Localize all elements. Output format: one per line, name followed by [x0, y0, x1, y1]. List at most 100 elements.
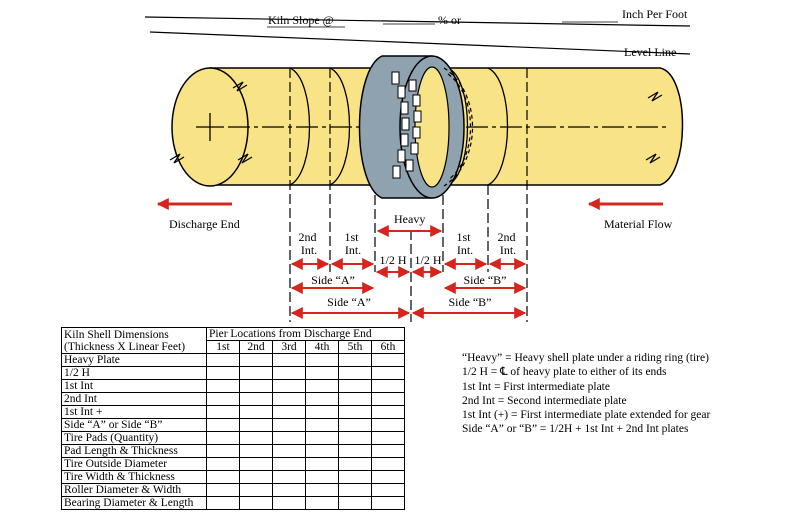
table-cell[interactable] — [239, 366, 273, 380]
table-cell[interactable] — [305, 470, 339, 484]
header-pier-locations: Pier Locations from Discharge End — [206, 327, 405, 341]
table-cell[interactable] — [206, 418, 240, 432]
table-cell[interactable] — [305, 366, 339, 380]
table-row: 1st Int — [61, 379, 405, 393]
table-cell[interactable] — [305, 353, 339, 367]
level-line — [149, 31, 691, 55]
break-mark — [645, 153, 661, 164]
table-cell[interactable] — [338, 392, 372, 406]
table-cell[interactable] — [338, 353, 372, 367]
table-cell[interactable] — [239, 496, 273, 510]
table-cell[interactable] — [239, 444, 273, 458]
table-cell[interactable] — [305, 405, 339, 419]
table-cell[interactable] — [206, 366, 240, 380]
table-cell[interactable] — [305, 418, 339, 432]
table-cell[interactable] — [371, 392, 405, 406]
table-cell[interactable] — [305, 379, 339, 393]
table-cell[interactable] — [272, 457, 306, 471]
table-cell[interactable] — [305, 496, 339, 510]
break-mark — [237, 153, 253, 164]
table-row: Tire Outside Diameter — [61, 457, 405, 471]
table-cell[interactable] — [338, 457, 372, 471]
table-cell[interactable] — [371, 366, 405, 380]
table-cell[interactable] — [371, 457, 405, 471]
kiln-diagram: Kiln Slope @ % or Inch Per Foot Level Li… — [144, 7, 691, 322]
table-cell[interactable] — [206, 379, 240, 393]
table-row: Side “A” or Side “B” — [61, 418, 405, 432]
second-int-left-label: 2nd Int. — [299, 230, 320, 257]
table-cell[interactable] — [371, 496, 405, 510]
table-cell[interactable] — [206, 457, 240, 471]
table-cell[interactable] — [239, 470, 273, 484]
row-label: Tire Outside Diameter — [61, 457, 207, 471]
table-cell[interactable] — [338, 405, 372, 419]
table-cell[interactable] — [239, 405, 273, 419]
table-cell[interactable] — [239, 431, 273, 445]
table-cell[interactable] — [206, 353, 240, 367]
table-cell[interactable] — [239, 353, 273, 367]
table-cell[interactable] — [239, 483, 273, 497]
break-mark — [232, 81, 248, 92]
table-cell[interactable] — [206, 470, 240, 484]
table-cell[interactable] — [272, 392, 306, 406]
table-cell[interactable] — [338, 379, 372, 393]
table-cell[interactable] — [338, 470, 372, 484]
table-cell[interactable] — [206, 431, 240, 445]
table-cell[interactable] — [305, 431, 339, 445]
half-h-right-label: 1/2 H — [415, 253, 442, 267]
table-cell[interactable] — [272, 431, 306, 445]
table-cell[interactable] — [371, 418, 405, 432]
plate-arrows — [290, 258, 527, 278]
discharge-end-label: Discharge End — [169, 217, 240, 231]
side-b-inner-label: Side “B” — [464, 273, 507, 287]
table-cell[interactable] — [305, 457, 339, 471]
plate-seam — [487, 67, 509, 186]
table-cell[interactable] — [371, 444, 405, 458]
table-cell[interactable] — [272, 496, 306, 510]
side-a-inner-label: Side “A” — [311, 273, 355, 287]
first-int-right-label: 1st Int. — [456, 230, 473, 257]
half-h-left-label: 1/2 H — [380, 253, 407, 267]
tire-pads — [391, 71, 422, 179]
pier-6th: 6th — [371, 340, 405, 354]
table-cell[interactable] — [272, 353, 306, 367]
table-cell[interactable] — [206, 392, 240, 406]
table-cell[interactable] — [239, 457, 273, 471]
table-cell[interactable] — [305, 392, 339, 406]
slope-line — [144, 16, 691, 27]
table-cell[interactable] — [272, 379, 306, 393]
break-mark — [647, 91, 663, 102]
table-cell[interactable] — [338, 444, 372, 458]
table-cell[interactable] — [272, 405, 306, 419]
row-label: 1st Int — [61, 379, 207, 393]
table-cell[interactable] — [371, 353, 405, 367]
table-cell[interactable] — [239, 392, 273, 406]
table-cell[interactable] — [272, 418, 306, 432]
table-cell[interactable] — [371, 379, 405, 393]
table-cell[interactable] — [371, 483, 405, 497]
table-cell[interactable] — [206, 405, 240, 419]
table-cell[interactable] — [371, 470, 405, 484]
table-cell[interactable] — [371, 405, 405, 419]
table-cell[interactable] — [206, 483, 240, 497]
table-cell[interactable] — [272, 470, 306, 484]
table-cell[interactable] — [338, 496, 372, 510]
table-cell[interactable] — [338, 483, 372, 497]
table-cell[interactable] — [206, 496, 240, 510]
table-cell[interactable] — [272, 483, 306, 497]
table-cell[interactable] — [272, 366, 306, 380]
table-cell[interactable] — [338, 366, 372, 380]
table-cell[interactable] — [239, 418, 273, 432]
material-flow-label: Material Flow — [604, 217, 673, 231]
table-cell[interactable] — [272, 444, 306, 458]
percent-or-label: % or — [438, 13, 461, 27]
table-cell[interactable] — [371, 431, 405, 445]
kiln-dimensions-table: Kiln Shell Dimensions (Thickness X Linea… — [61, 327, 405, 510]
table-cell[interactable] — [239, 379, 273, 393]
table-cell[interactable] — [305, 483, 339, 497]
table-cell[interactable] — [338, 418, 372, 432]
table-cell[interactable] — [338, 431, 372, 445]
table-cell[interactable] — [206, 444, 240, 458]
table-cell[interactable] — [305, 444, 339, 458]
inch-per-foot-label: Inch Per Foot — [622, 7, 688, 21]
